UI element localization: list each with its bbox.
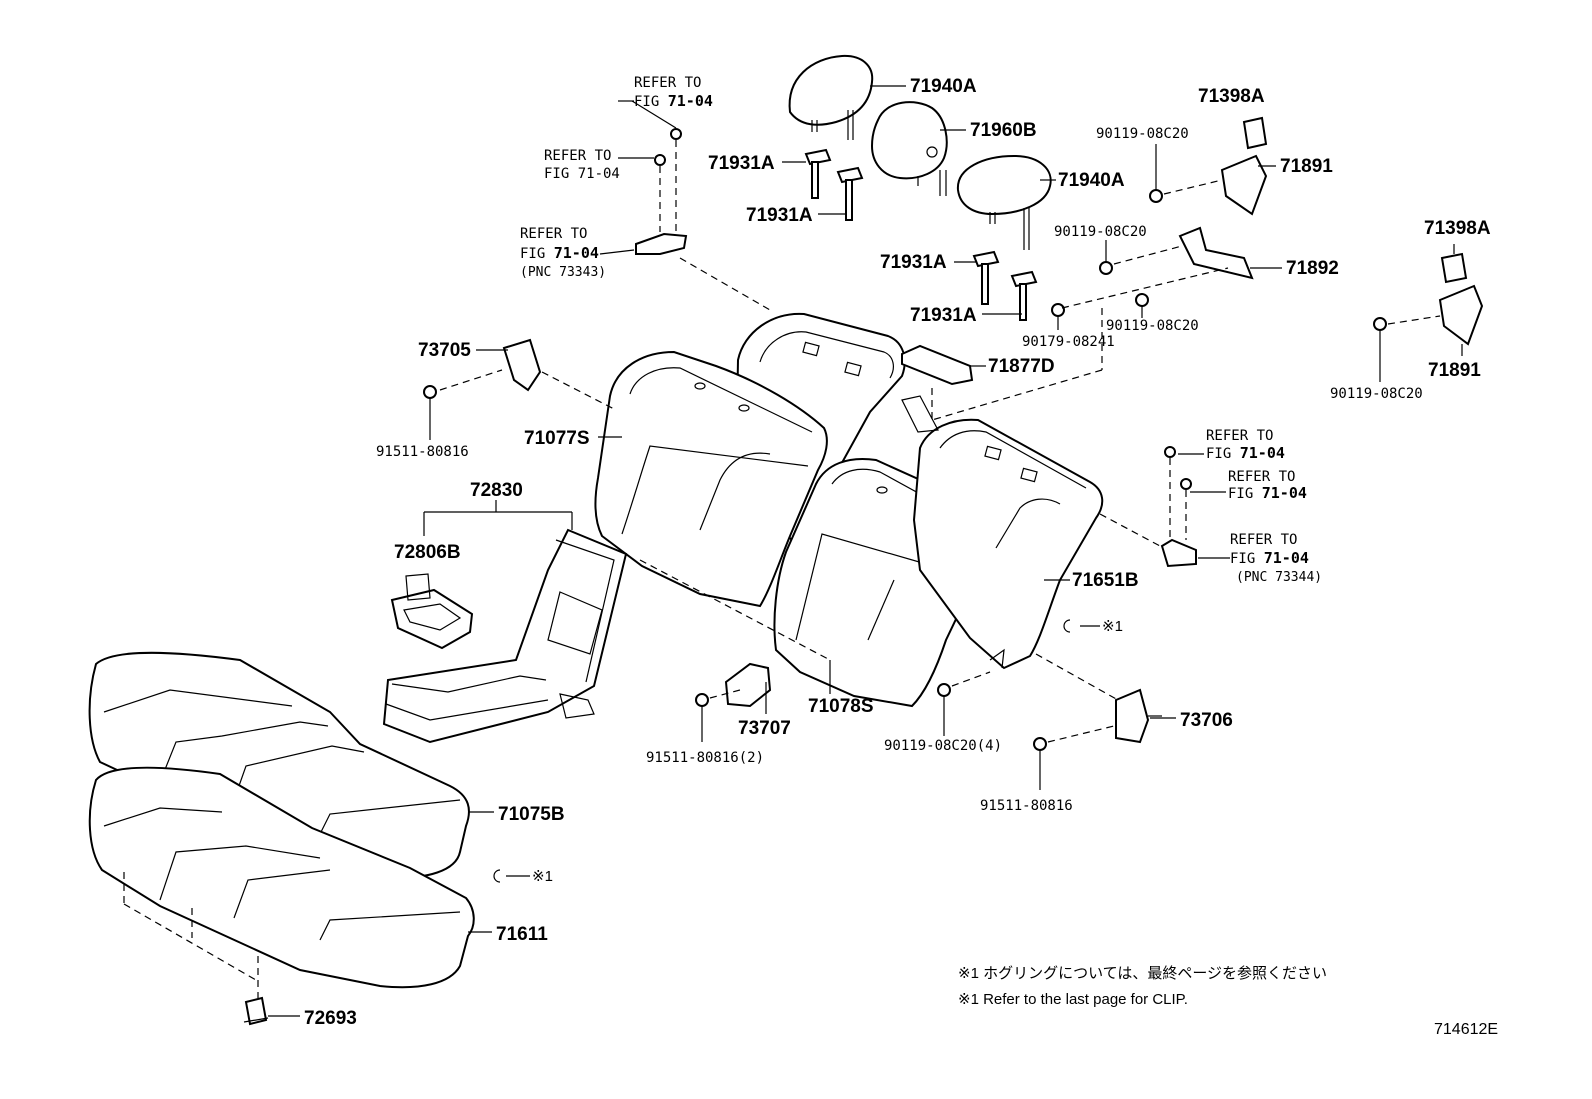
label-91511-a: 91511-80816 — [376, 444, 469, 460]
part-number-labels: 71940A 71960B 71940A 71931A 71931A 71931… — [304, 76, 1491, 1029]
headrest-support-71931a-2 — [836, 166, 864, 221]
label-71940a-top: 71940A — [910, 76, 977, 97]
leader-lines — [268, 85, 1463, 1017]
grommet-71398a-top — [1242, 116, 1268, 150]
refer-to-1: REFER TO — [634, 75, 701, 91]
label-71931a-2: 71931A — [746, 205, 813, 226]
label-71892: 71892 — [1286, 258, 1339, 279]
label-71931a-1: 71931A — [708, 153, 775, 174]
clip-mark-1: ※1 — [1102, 618, 1123, 635]
hinge-bracket-71877d — [901, 344, 974, 433]
label-72693: 72693 — [304, 1008, 357, 1029]
refer-to-4: REFER TO — [1206, 428, 1273, 444]
label-90119-b: 90119-08C20 — [1054, 224, 1147, 240]
label-73705: 73705 — [418, 340, 471, 361]
pnc-73344: (PNC 73344) — [1236, 570, 1322, 585]
clip-72693 — [243, 996, 269, 1026]
label-71398a-top: 71398A — [1198, 86, 1265, 107]
fig-ref-3: FIG 71-04 — [520, 244, 599, 262]
headrest-71960b — [870, 101, 948, 196]
bracket-73706 — [1115, 688, 1162, 744]
refer-to-6: REFER TO — [1230, 532, 1297, 548]
note-jp: ※1 ホグリングについては、最終ページを参照ください — [958, 965, 1327, 982]
label-71931a-4: 71931A — [910, 305, 977, 326]
label-71078s: 71078S — [808, 696, 874, 717]
seat-cushion-71075b — [88, 651, 470, 880]
headrest-support-71931a-3 — [972, 250, 1000, 305]
label-73706: 73706 — [1180, 710, 1233, 731]
label-72830: 72830 — [470, 480, 523, 501]
note-en: ※1 Refer to the last page for CLIP. — [958, 991, 1188, 1008]
label-73707: 73707 — [738, 718, 791, 739]
headrest-71940a-right — [956, 154, 1052, 250]
refer-to-3: REFER TO — [520, 226, 587, 242]
label-71960b: 71960B — [970, 120, 1037, 141]
clip-mark-2: ※1 — [532, 868, 553, 885]
fig-ref-1: FIG 71-04 — [634, 92, 713, 110]
label-71940a-mid: 71940A — [1058, 170, 1125, 191]
label-90179: 90179-08241 — [1022, 334, 1115, 350]
headrest-support-71931a-1 — [804, 148, 832, 199]
bracket-73705 — [502, 338, 542, 392]
refer-to-2: REFER TO — [544, 148, 611, 164]
label-90119-a: 90119-08C20 — [1096, 126, 1189, 142]
label-71877d: 71877D — [988, 356, 1055, 377]
grommet-71398a-right — [1440, 252, 1468, 284]
fig-ref-6: FIG 71-04 — [1230, 549, 1309, 567]
label-71931a-3: 71931A — [880, 252, 947, 273]
fig-ref-5: FIG 71-04 — [1228, 484, 1307, 502]
fig-ref-4: FIG 71-04 — [1206, 444, 1285, 462]
cup-holder-72806b — [390, 573, 474, 650]
label-90119-e: 90119-08C20(4) — [884, 738, 1002, 754]
label-71398a-right: 71398A — [1424, 218, 1491, 239]
seatback-71651b — [912, 418, 1104, 670]
bracket-71891-top — [1220, 154, 1268, 216]
label-91511-b: 91511-80816(2) — [646, 750, 764, 766]
label-72806b: 72806B — [394, 542, 461, 563]
assembly-dashed-lines — [123, 140, 1441, 998]
bracket-71891-right — [1438, 284, 1484, 346]
figure-id: 714612E — [1434, 1021, 1498, 1038]
armrest-72830 — [382, 528, 628, 744]
reference-callouts: REFER TO FIG 71-04 REFER TO FIG 71-04 RE… — [520, 75, 1322, 885]
seatback-71077s — [594, 350, 828, 608]
bolt-icons — [423, 128, 1387, 751]
label-71611: 71611 — [496, 924, 548, 945]
seat-cushion-71611 — [88, 766, 475, 989]
label-90119-d: 90119-08C20 — [1330, 386, 1423, 402]
refer-to-5: REFER TO — [1228, 469, 1295, 485]
bolt-left-anchor-upper — [635, 232, 688, 255]
footnotes: ※1 ホグリングについては、最終ページを参照ください ※1 Refer to t… — [958, 965, 1498, 1038]
fig-ref-2: FIG 71-04 — [544, 166, 620, 182]
label-71891-top: 71891 — [1280, 156, 1333, 177]
label-91511-c: 91511-80816 — [980, 798, 1073, 814]
label-71075b: 71075B — [498, 804, 565, 825]
pnc-73343: (PNC 73343) — [520, 265, 606, 280]
bolt-right-anchor-lower — [1160, 538, 1197, 568]
bracket-71892 — [1178, 226, 1254, 280]
headrest-71940a-left — [788, 54, 874, 140]
label-71077s: 71077S — [524, 428, 590, 449]
label-90119-c: 90119-08C20 — [1106, 318, 1199, 334]
label-71891-right: 71891 — [1428, 360, 1481, 381]
label-71651b: 71651B — [1072, 570, 1139, 591]
clip-ring-icons — [493, 619, 1071, 883]
headrest-support-71931a-4 — [1010, 270, 1038, 321]
bracket-73707 — [724, 662, 772, 708]
